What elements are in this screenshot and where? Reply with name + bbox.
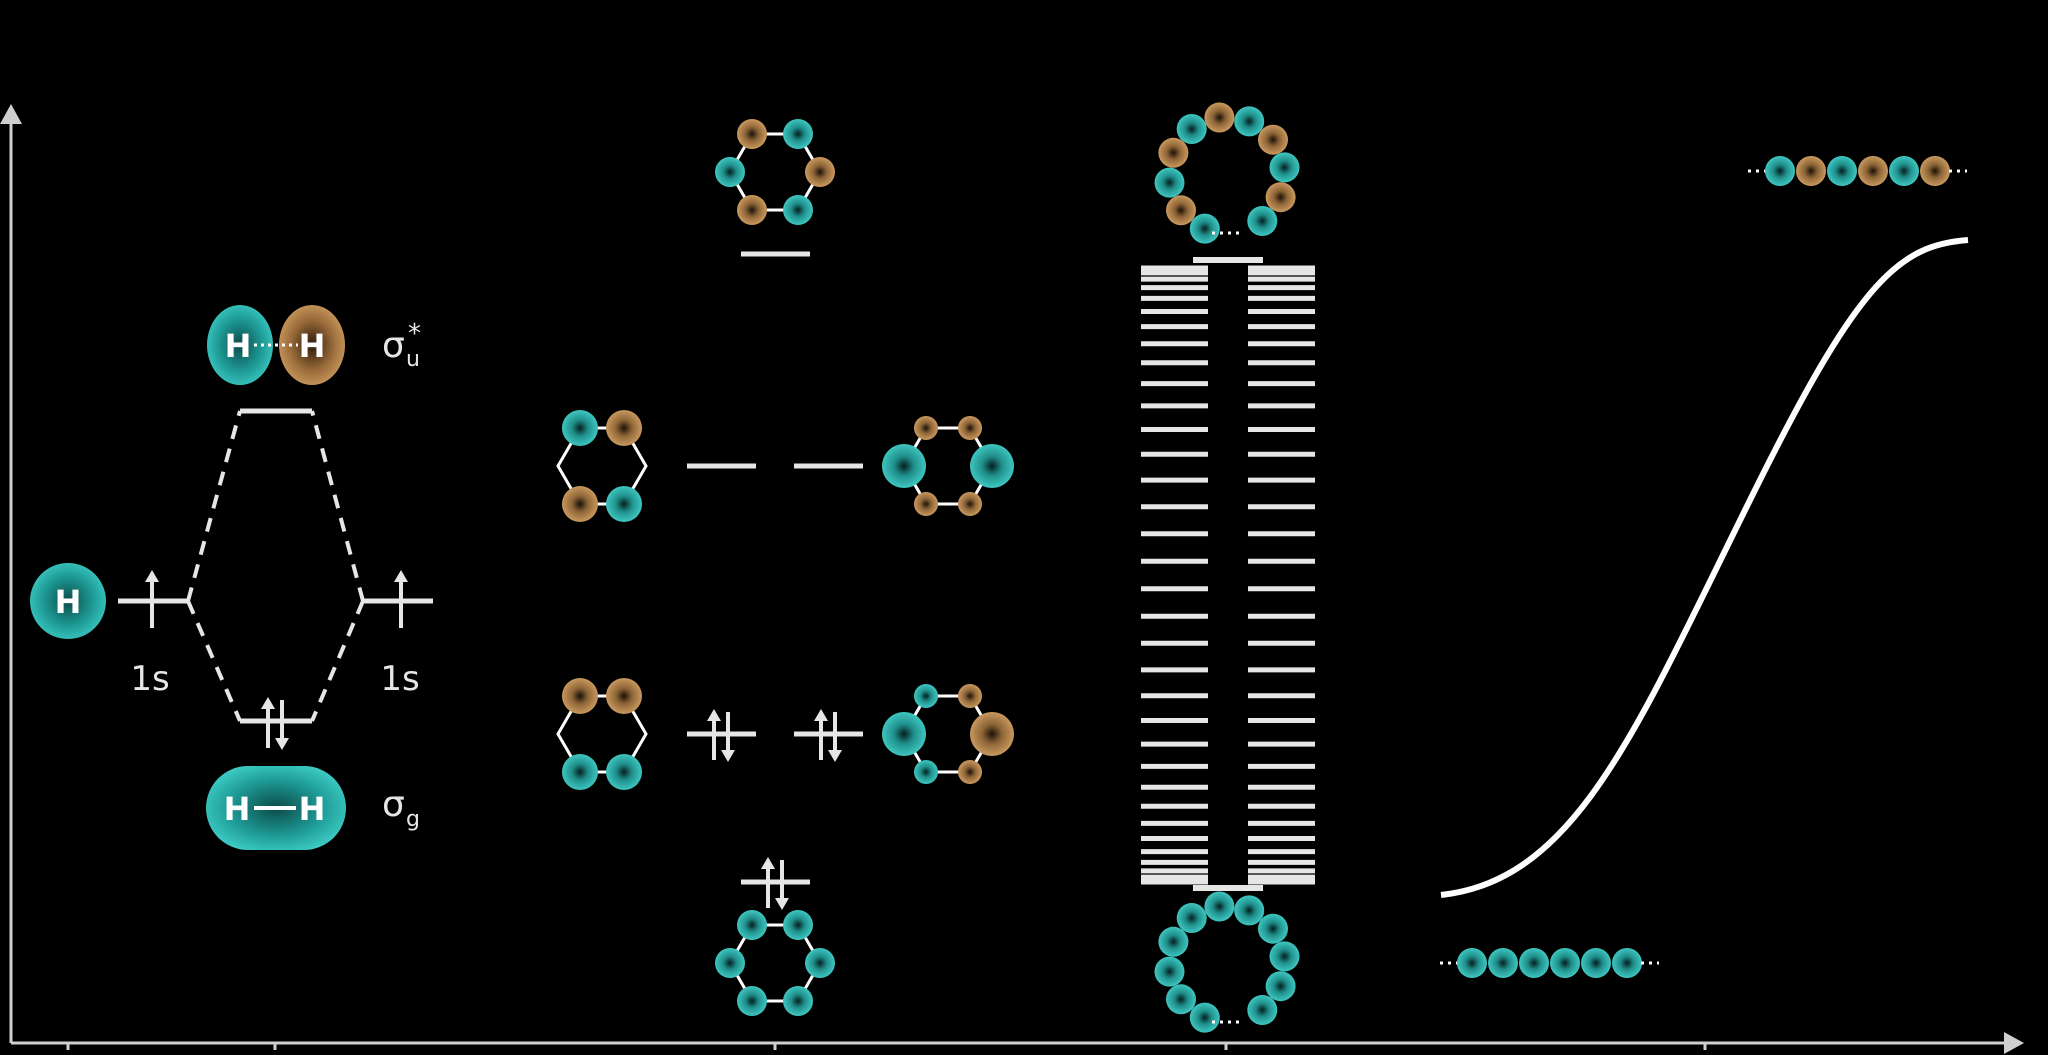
antibonding-atom-right: H xyxy=(299,327,326,365)
chain-atom xyxy=(1920,156,1950,186)
ring-icon xyxy=(1155,892,1300,1033)
ring-atom xyxy=(1234,106,1264,136)
correlation-lines xyxy=(188,411,363,721)
ring-atom xyxy=(1204,892,1234,922)
h2-section: H 1s 1s xyxy=(30,305,433,850)
axes xyxy=(0,104,2024,1054)
ring-atom xyxy=(1234,895,1264,925)
ring-atom xyxy=(1270,941,1300,971)
h-atom: H xyxy=(30,563,106,639)
bonding-atom-left: H xyxy=(224,790,251,828)
ring-atom xyxy=(1166,984,1196,1014)
ao-label-left: 1s xyxy=(130,659,169,699)
chain-atom xyxy=(1519,948,1549,978)
ring-atom xyxy=(1258,914,1288,944)
chain-atom xyxy=(1796,156,1826,186)
benzene-ring-degenerate-upper-left xyxy=(558,410,646,522)
antibonding-symbol: σ xyxy=(382,325,405,366)
ring-icon xyxy=(1155,103,1300,244)
antibonding-label: σ * u xyxy=(382,319,421,372)
large-ring-section xyxy=(1141,103,1315,1033)
benzene-section xyxy=(558,119,1014,1016)
bonding-orbital: H H xyxy=(206,766,346,850)
chain-atom xyxy=(1581,948,1611,978)
chain-atom xyxy=(1488,948,1518,978)
energy-band xyxy=(1141,268,1315,882)
ring-atom xyxy=(1204,103,1234,133)
benzene-ring-highest xyxy=(715,119,835,225)
bonding-subscript: g xyxy=(406,807,420,832)
h-atom-symbol: H xyxy=(55,583,82,621)
antibonding-subscript: u xyxy=(406,347,420,372)
ring-atom xyxy=(1177,903,1207,933)
bonding-atom-right: H xyxy=(299,790,326,828)
ao-label-right: 1s xyxy=(380,659,419,699)
y-axis-arrow-icon xyxy=(0,104,22,124)
ring-atom xyxy=(1158,138,1188,168)
ring-atom xyxy=(1158,927,1188,957)
benzene-ring-lowest xyxy=(715,910,835,1016)
chain-atom xyxy=(1457,948,1487,978)
chain-atom xyxy=(1550,948,1580,978)
ring-atom xyxy=(1155,168,1185,198)
chain-atom xyxy=(1827,156,1857,186)
chain-atom xyxy=(1858,156,1888,186)
ring-atom xyxy=(1247,206,1277,236)
ring-atom xyxy=(1266,971,1296,1001)
antibonding-atom-left: H xyxy=(225,327,252,365)
band-curve xyxy=(1441,240,1968,895)
bonding-symbol: σ xyxy=(382,784,405,825)
bonding-label: σ g xyxy=(382,784,420,832)
chain-atom xyxy=(1612,948,1642,978)
antibonding-superscript: * xyxy=(408,319,421,349)
ring-atom xyxy=(1166,195,1196,225)
atom-chain-icon xyxy=(1440,948,1659,978)
x-axis-arrow-icon xyxy=(2004,1032,2024,1054)
benzene-ring-degenerate-upper-right xyxy=(882,416,1014,516)
ring-atom xyxy=(1270,152,1300,182)
chain-section xyxy=(1440,156,1968,978)
ring-atom xyxy=(1247,995,1277,1025)
atom-chain-icon xyxy=(1748,156,1967,186)
ring-atom xyxy=(1190,1003,1220,1033)
benzene-ring-degenerate-lower-left xyxy=(558,678,646,790)
ring-atom xyxy=(1190,214,1220,244)
ring-atom xyxy=(1155,957,1185,987)
ring-atom xyxy=(1266,182,1296,212)
chain-atom xyxy=(1765,156,1795,186)
chain-atom xyxy=(1889,156,1919,186)
ring-atom xyxy=(1258,125,1288,155)
ring-atom xyxy=(1177,114,1207,144)
benzene-ring-degenerate-lower-right xyxy=(882,684,1014,784)
antibonding-orbital: H H xyxy=(207,305,345,385)
